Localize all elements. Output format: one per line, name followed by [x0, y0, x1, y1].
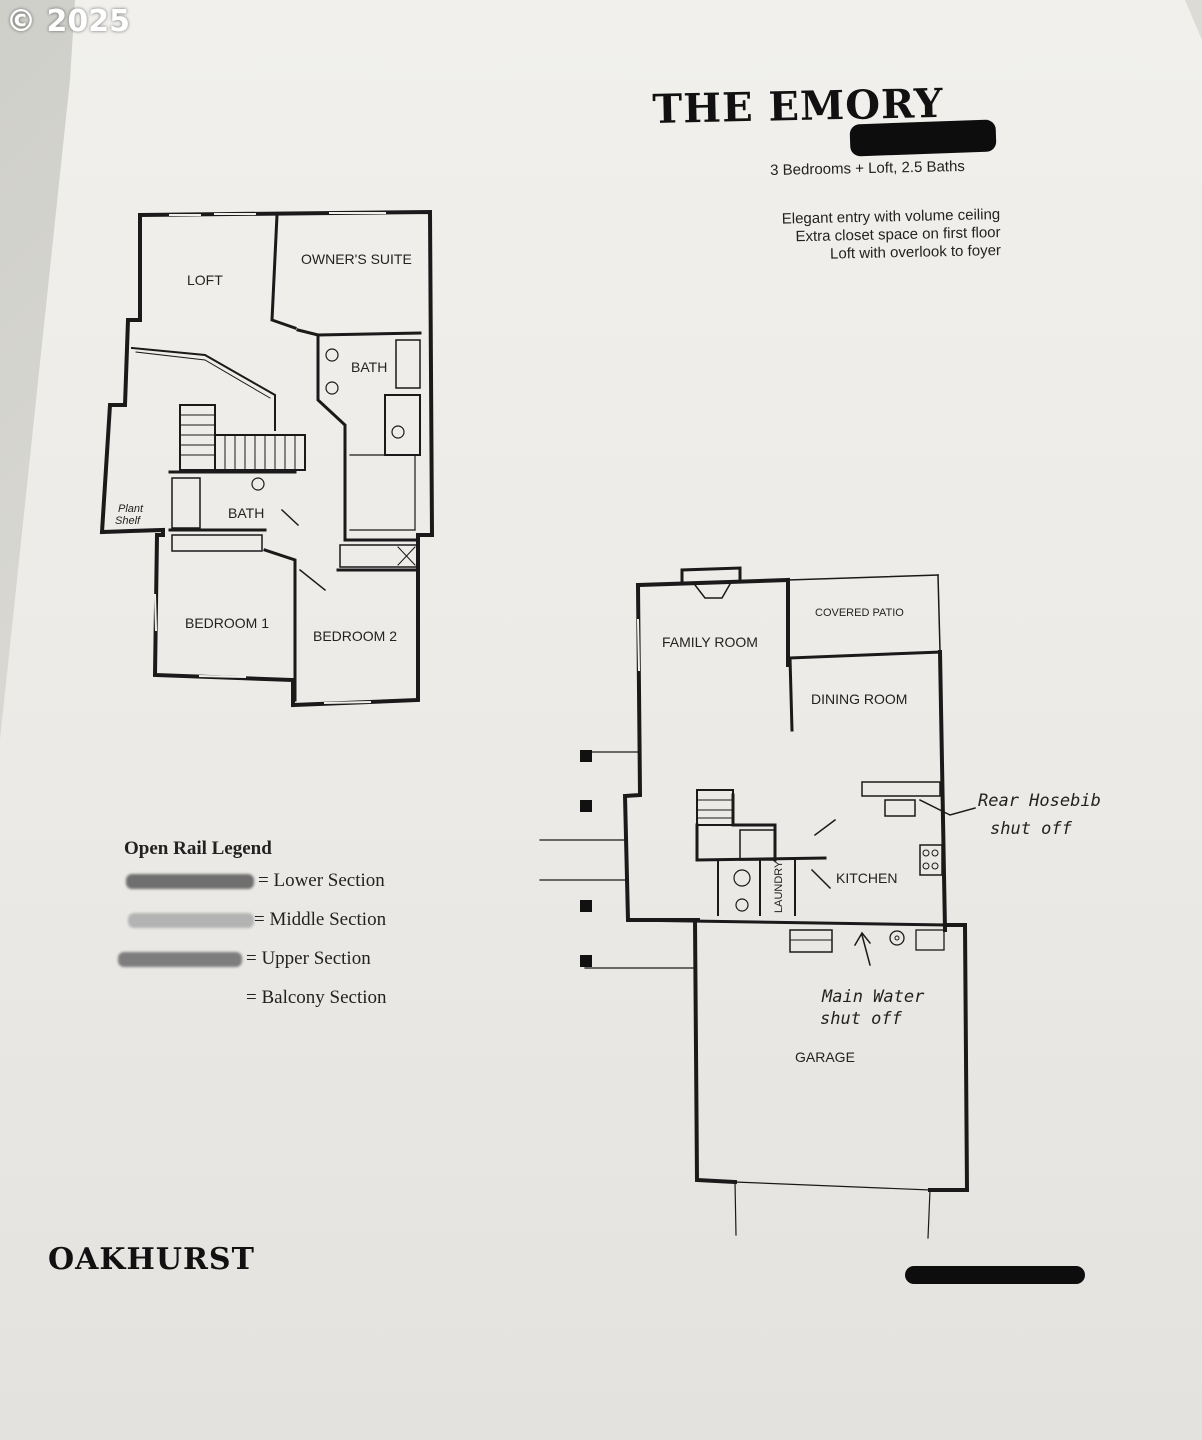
room-label-covered-patio: COVERED PATIO [815, 607, 904, 619]
redaction-bar-footer [905, 1266, 1085, 1284]
note-hose-bib-shutoff: shut off [990, 819, 1073, 839]
room-label-garage: GARAGE [795, 1049, 855, 1065]
legend-row: = Lower Section [118, 870, 438, 909]
note-rear-hose-bib: Rear Hosebib [978, 791, 1101, 811]
room-label-bedroom-1: BEDROOM 1 [185, 615, 269, 631]
legend-label: = Balcony Section [246, 987, 387, 1008]
note-main-water: Main Water [821, 987, 925, 1007]
copyright-watermark: © 2025 [6, 4, 130, 39]
upper-floor-plan [99, 209, 435, 708]
room-label-loft: LOFT [187, 272, 223, 288]
legend-label: = Upper Section [246, 948, 371, 969]
room-label-bedroom-2: BEDROOM 2 [313, 628, 397, 644]
legend-swatch-lower [126, 874, 254, 889]
room-label-kitchen: KITCHEN [836, 870, 897, 886]
legend-row: = Upper Section [118, 948, 438, 987]
legend-swatch-upper [118, 952, 242, 967]
note-water-shutoff: shut off [820, 1009, 903, 1029]
label-plant-shelf-line1: Plant [118, 503, 144, 515]
room-label-laundry: LAUNDRY [773, 860, 785, 913]
room-label-hall-bath: BATH [228, 505, 264, 521]
main-floor-plan [539, 566, 976, 1239]
legend-swatch-middle [128, 913, 254, 928]
legend-label: = Lower Section [258, 870, 385, 891]
legend-title: Open Rail Legend [124, 838, 272, 859]
open-rail-legend: Open Rail Legend = Lower Section = Middl… [118, 838, 438, 1026]
builder-logo-text: OAKHURST [48, 1242, 255, 1277]
legend-row: = Middle Section [118, 909, 438, 948]
legend-label: = Middle Section [254, 909, 387, 930]
room-label-owner-bath: BATH [351, 359, 387, 375]
room-label-dining-room: DINING ROOM [811, 691, 907, 707]
legend-row: = Balcony Section [118, 987, 438, 1026]
label-plant-shelf-line2: Shelf [115, 515, 141, 527]
room-label-family-room: FAMILY ROOM [662, 634, 758, 650]
room-label-owners-suite: OWNER'S SUITE [301, 251, 412, 267]
